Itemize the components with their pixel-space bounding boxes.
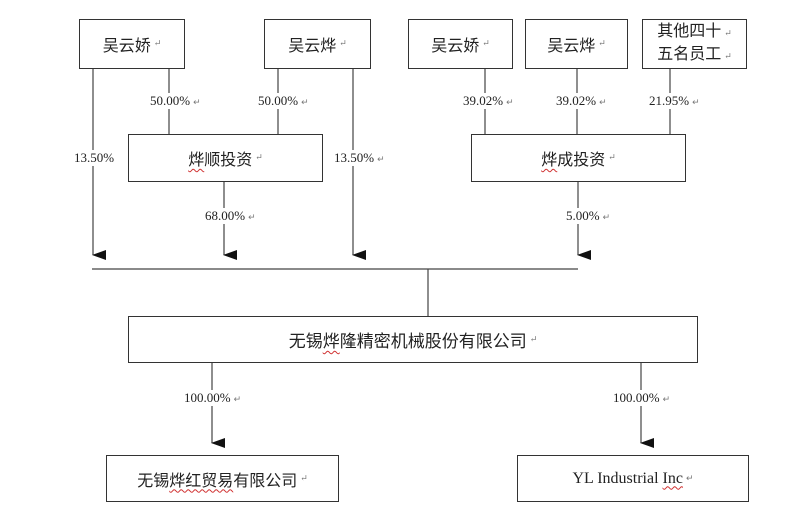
pct-yeshun-company: 68.00%↵: [205, 208, 256, 224]
paragraph-mark-icon: ↵: [482, 39, 490, 49]
pct-wuyunye-yeshun: 50.00%↵: [258, 93, 309, 109]
shareholder-box-wuyunye: 吴云烨↵: [264, 19, 371, 69]
pct-wuyunjiao-yeshun: 50.00%↵: [150, 93, 201, 109]
pct-sub2: 100.00%↵: [613, 390, 671, 406]
shareholder-name: 吴云娇: [102, 36, 151, 55]
subsidiary-name: 无锡烨红贸易有限公司: [137, 470, 298, 490]
paragraph-mark-icon: ↵: [255, 153, 263, 163]
paragraph-mark-icon: ↵: [724, 29, 732, 39]
subsidiary-box-yl-industrial: YL Industrial Inc↵: [517, 455, 749, 502]
holding-name: 烨成投资: [541, 150, 606, 169]
company-box: 无锡烨隆精密机械股份有限公司↵: [128, 316, 698, 363]
holding-name: 烨顺投资: [188, 150, 253, 169]
paragraph-mark-icon: ↵: [300, 473, 308, 484]
pct-wuyunjiao-yecheng: 39.02%↵: [463, 93, 514, 109]
paragraph-mark-icon: ↵: [598, 39, 606, 49]
company-name: 无锡烨隆精密机械股份有限公司: [288, 332, 527, 352]
holding-box-yecheng: 烨成投资↵: [471, 134, 686, 182]
pct-wuyunye-yecheng: 39.02%↵: [556, 93, 607, 109]
shareholder-box-wuyunjiao-2: 吴云娇↵: [408, 19, 513, 69]
shareholder-box-wuyunjiao: 吴云娇↵: [79, 19, 185, 69]
pct-yecheng-company: 5.00%↵: [566, 208, 611, 224]
pct-employees-yecheng: 21.95%↵: [649, 93, 700, 109]
paragraph-mark-icon: ↵: [339, 39, 347, 49]
paragraph-mark-icon: ↵: [529, 334, 538, 345]
subsidiary-box-yehong: 无锡烨红贸易有限公司↵: [106, 455, 339, 502]
shareholder-name: 吴云烨: [547, 36, 596, 55]
shareholder-name-line2: 五名员工: [657, 44, 722, 63]
shareholder-name: 吴云烨: [288, 36, 337, 55]
pct-wuyunye-direct: 13.50%↵: [334, 150, 385, 166]
holding-box-yeshun: 烨顺投资↵: [128, 134, 323, 182]
paragraph-mark-icon: ↵: [153, 39, 162, 49]
shareholder-name-line1: 其他四十: [657, 21, 722, 40]
paragraph-mark-icon: ↵: [608, 153, 616, 163]
subsidiary-name: YL Industrial Inc: [572, 469, 683, 487]
paragraph-mark-icon: ↵: [724, 52, 732, 62]
shareholder-box-wuyunye-2: 吴云烨↵: [525, 19, 628, 69]
shareholder-name: 吴云娇: [431, 36, 480, 55]
pct-sub1: 100.00%↵: [184, 390, 242, 406]
paragraph-mark-icon: ↵: [685, 473, 694, 483]
shareholder-box-employees: 其他四十↵ 五名员工↵: [642, 19, 747, 69]
pct-wuyunjiao-direct: 13.50%: [74, 150, 115, 166]
